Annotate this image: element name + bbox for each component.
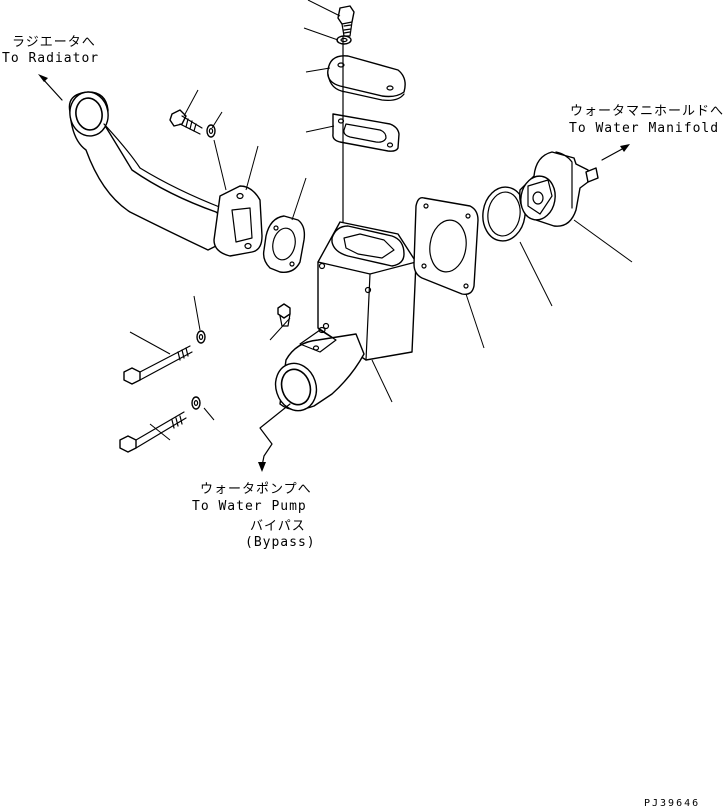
long-bolt-lower [119,411,187,453]
seal-ring [482,186,526,242]
top-bolt [337,5,355,37]
radiator-label-jp: ラジエータへ [12,35,96,50]
radiator-arrow [38,74,63,101]
pump-arrow [258,403,291,472]
manifold-arrow [601,144,630,161]
washer-upper [196,330,206,344]
radiator-label-en: To Radiator [2,51,100,66]
top-washer [336,35,352,45]
cover-gasket [332,113,400,152]
pump-label-jp: ウォータポンプへ [200,482,312,497]
leader-lines [129,0,633,441]
radiator-pipe [68,91,231,251]
pipe-gasket [262,215,306,273]
flange-bolt [169,109,203,135]
flange-washer [206,124,216,138]
drawing-code: PJ39646 [644,798,701,809]
long-bolt-upper [123,345,193,385]
manifold-label-jp: ウォータマニホールドへ [570,104,724,119]
bypass-label-jp: バイパス [250,519,306,534]
cover-plate [327,55,406,101]
washer-lower [191,396,201,410]
drain-plug [277,303,291,327]
thermostat [519,151,599,227]
thermostat-housing [274,221,417,412]
bypass-label-en: (Bypass) [245,535,316,550]
manifold-label-en: To Water Manifold [569,121,720,136]
pump-label-en: To Water Pump [192,499,307,514]
pipe-flange [213,185,263,257]
housing-gasket [413,196,479,296]
